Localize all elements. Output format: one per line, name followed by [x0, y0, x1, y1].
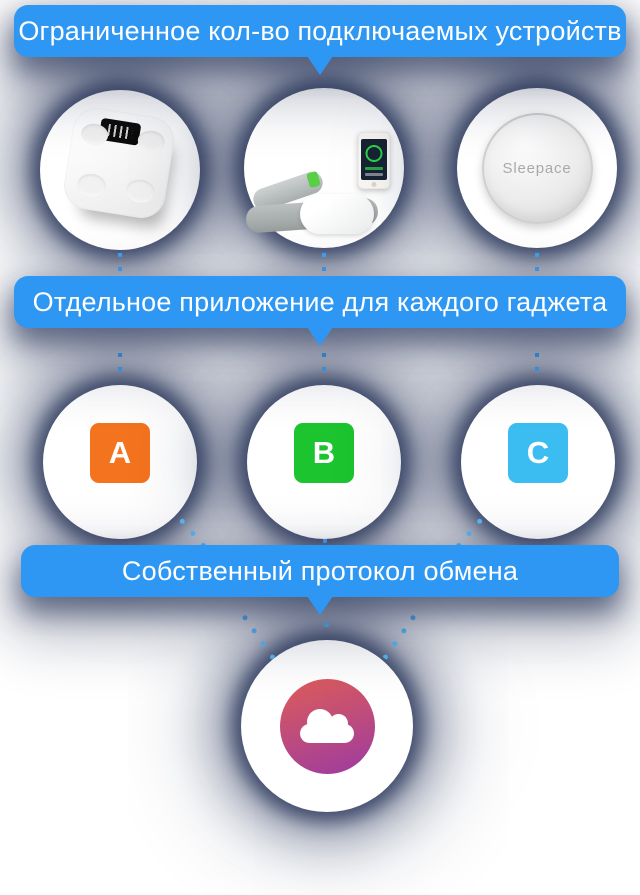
banner-limited-devices: Ограниченное кол-во подключаемых устройс…: [14, 5, 626, 75]
connector-dot: [323, 539, 327, 543]
app-b-letter: B: [312, 435, 336, 470]
banner-own-protocol-label: Собственный протокол обмена: [121, 555, 519, 586]
dotted-connector-vertical: [535, 353, 539, 380]
dotted-connector-vertical: [118, 353, 122, 380]
dotted-connector-vertical: [322, 253, 326, 278]
sleepace-disc-icon: Sleepace: [481, 112, 593, 224]
sleepace-logo-text: Sleepace: [502, 159, 572, 177]
dotted-connector-diagonal: [241, 614, 276, 660]
connector-dot: [324, 622, 329, 627]
banner-pointer-down-icon: [307, 56, 333, 75]
phone-ui-row: [365, 173, 383, 176]
cloud-badge: [279, 678, 375, 774]
scale-sensor-pad: [136, 128, 167, 154]
banner-own-protocol: Собственный протокол обмена: [21, 545, 619, 615]
app-a-letter: A: [108, 435, 132, 470]
dotted-connector-diagonal: [382, 614, 417, 660]
device-circle-scale: [40, 90, 200, 250]
app-c-tile: C: [508, 423, 568, 483]
phone-screen: [361, 139, 387, 180]
device-circle-sleepace: Sleepace: [457, 88, 617, 248]
dotted-connector-vertical: [118, 253, 122, 278]
app-circle-a: A: [43, 385, 197, 539]
banner-pointer-down-icon: [307, 596, 333, 615]
banner-separate-apps-label: Отдельное приложение для каждого гаджета: [32, 286, 608, 317]
smart-body-scale-icon: [60, 104, 178, 222]
app-b-tile: B: [294, 423, 354, 483]
banner-limited-devices-label: Ограниченное кол-во подключаемых устройс…: [18, 15, 622, 46]
cloud-circle: [241, 640, 413, 812]
phone-gauge-ring: [365, 145, 383, 162]
phone-home-button: [371, 182, 377, 187]
device-circle-belt: [244, 88, 404, 248]
scale-sensor-pad: [75, 171, 108, 200]
scale-sensor-pad: [124, 177, 157, 205]
cloud-icon: [300, 708, 354, 743]
banner-pointer-down-icon: [307, 327, 333, 346]
dotted-connector-diagonal: [178, 517, 207, 549]
smartphone-icon: [358, 132, 390, 189]
app-circle-c: C: [461, 385, 615, 539]
app-c-letter: C: [526, 435, 550, 470]
dotted-connector-vertical: [535, 253, 539, 278]
app-circle-b: B: [247, 385, 401, 539]
dotted-connector-diagonal: [455, 517, 484, 549]
phone-ui-row: [365, 167, 383, 170]
sleep-belt-sensor-pod: [300, 194, 374, 234]
dotted-connector-vertical: [322, 353, 326, 380]
banner-separate-apps: Отдельное приложение для каждого гаджета: [14, 276, 626, 346]
app-a-tile: A: [90, 423, 150, 483]
